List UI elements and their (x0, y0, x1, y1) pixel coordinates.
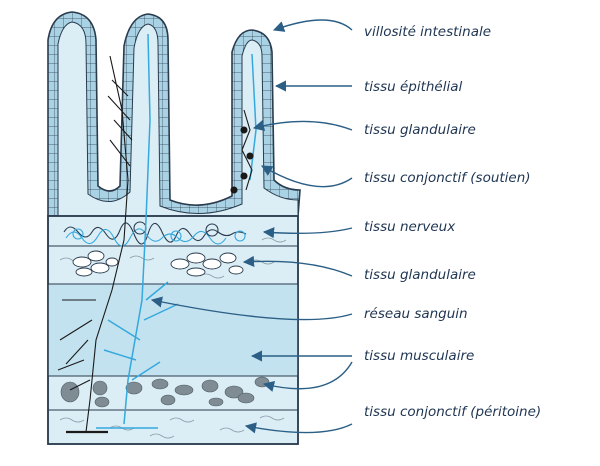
wall-layers (47, 215, 299, 445)
arrow-conjonctif-soutien (261, 165, 353, 188)
label-conjonctif-soutien: tissu conjonctif (soutien) (364, 170, 531, 186)
muscle-cells (60, 376, 270, 408)
glandular-cells (72, 250, 244, 277)
label-epithelial: tissu épithélial (364, 79, 463, 95)
label-musculaire: tissu musculaire (364, 348, 474, 364)
arrow-glandulaire-2 (242, 255, 353, 277)
muscle-layer (48, 284, 298, 376)
arrow-reseau-sanguin (150, 296, 353, 321)
arrow-peritoine (244, 422, 353, 434)
label-glandulaire-2: tissu glandulaire (364, 267, 476, 283)
arrow-musculaire-2 (262, 361, 353, 392)
arrow-villosite (272, 19, 353, 32)
nerve-network (57, 55, 254, 434)
labels: villosité intestinale tissu épithélial t… (364, 24, 541, 420)
villi-epithelium (47, 11, 301, 217)
arrow-nerveux (262, 227, 353, 239)
label-peritoine: tissu conjonctif (péritoine) (364, 404, 541, 420)
label-reseau-sanguin: réseau sanguin (364, 306, 468, 322)
label-villosite: villosité intestinale (364, 24, 491, 40)
leader-arrows (150, 19, 353, 434)
label-glandulaire-1: tissu glandulaire (364, 122, 476, 138)
arrow-glandulaire-1 (252, 120, 353, 131)
label-nerveux: tissu nerveux (364, 219, 456, 235)
